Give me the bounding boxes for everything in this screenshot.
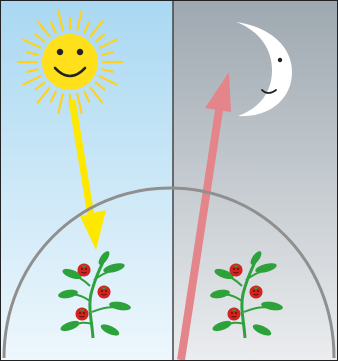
night-sky-panel	[173, 0, 338, 361]
